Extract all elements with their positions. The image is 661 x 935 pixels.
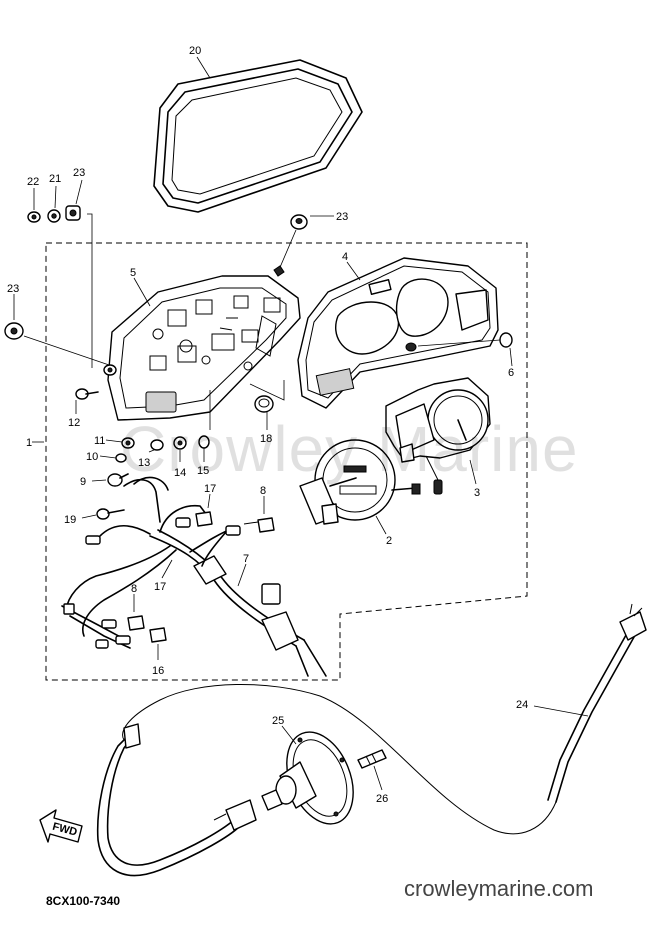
drive-gear-part-25[interactable] bbox=[261, 722, 366, 833]
callout-18: 18 bbox=[260, 433, 272, 445]
cap-part-6[interactable] bbox=[417, 332, 513, 348]
callout-8: 8 bbox=[260, 485, 266, 497]
site-name[interactable]: crowleymarine.com bbox=[404, 876, 594, 901]
callout-11: 11 bbox=[94, 435, 105, 447]
callout-2: 2 bbox=[386, 535, 392, 547]
grommet-part-23-right[interactable] bbox=[290, 214, 308, 230]
assembly-boundary bbox=[45, 242, 528, 681]
meter-case-part-4[interactable] bbox=[297, 257, 499, 409]
leader-lines bbox=[13, 56, 589, 791]
grommet-part-23-left[interactable] bbox=[4, 322, 24, 340]
nut-part-14[interactable] bbox=[173, 436, 187, 450]
nut-part-11[interactable] bbox=[121, 437, 135, 449]
tachometer-part-3[interactable] bbox=[385, 377, 491, 495]
washer-part-22[interactable] bbox=[27, 211, 41, 223]
callout-14: 14 bbox=[174, 467, 186, 479]
callout-3: 3 bbox=[474, 487, 480, 499]
callout-23: 23 bbox=[73, 167, 85, 179]
callout-23: 23 bbox=[7, 283, 19, 295]
callout-8: 8 bbox=[131, 583, 137, 595]
callout-22: 22 bbox=[27, 176, 39, 188]
callout-labels: 20 22 21 23 23 5 4 23 6 12 18 1 11 10 13… bbox=[7, 45, 528, 805]
fwd-arrow-icon: FWD bbox=[39, 809, 83, 843]
grommet-part-18[interactable] bbox=[254, 395, 274, 413]
cable-loop-left bbox=[96, 723, 257, 877]
callout-5: 5 bbox=[130, 267, 136, 279]
callout-20: 20 bbox=[189, 45, 201, 57]
grommet-part-23-top[interactable] bbox=[65, 205, 81, 221]
callout-6: 6 bbox=[508, 367, 514, 379]
screw-part-19[interactable] bbox=[96, 508, 125, 520]
washer-part-13[interactable] bbox=[150, 439, 164, 451]
gasket-part-20[interactable] bbox=[153, 59, 363, 213]
meter-housing-part-5[interactable] bbox=[103, 265, 301, 421]
bulb-part-17-top[interactable] bbox=[195, 511, 213, 527]
screw-part-12[interactable] bbox=[75, 388, 99, 400]
callout-4: 4 bbox=[342, 251, 348, 263]
watermark: Crowley Marine bbox=[120, 413, 579, 485]
callout-26: 26 bbox=[376, 793, 388, 805]
callout-7: 7 bbox=[243, 553, 249, 565]
callout-24: 24 bbox=[516, 699, 528, 711]
callout-15: 15 bbox=[197, 465, 209, 477]
screw-part-9[interactable] bbox=[107, 473, 129, 487]
cable-part-24[interactable] bbox=[122, 603, 647, 835]
bulb-part-16[interactable] bbox=[149, 627, 167, 643]
callout-13: 13 bbox=[138, 457, 150, 469]
nut-part-21[interactable] bbox=[47, 209, 61, 223]
callout-9: 9 bbox=[80, 476, 86, 488]
callout-10: 10 bbox=[86, 451, 98, 463]
callout-19: 19 bbox=[64, 514, 76, 526]
callout-23: 23 bbox=[336, 211, 348, 223]
callout-16: 16 bbox=[152, 665, 164, 677]
callout-17: 17 bbox=[154, 581, 166, 593]
diagram-code: 8CX100-7340 bbox=[46, 894, 121, 908]
callout-25: 25 bbox=[272, 715, 284, 727]
callout-1: 1 bbox=[26, 437, 32, 449]
pin-part-26[interactable] bbox=[357, 749, 387, 769]
callout-17: 17 bbox=[204, 483, 216, 495]
speedometer-part-2[interactable] bbox=[299, 439, 421, 525]
callout-21: 21 bbox=[49, 173, 61, 185]
bulb-part-8-lower[interactable] bbox=[127, 615, 145, 631]
wire-harness-part-7[interactable] bbox=[61, 476, 327, 677]
bulb-part-8-top[interactable] bbox=[243, 517, 275, 533]
callout-12: 12 bbox=[68, 417, 80, 429]
